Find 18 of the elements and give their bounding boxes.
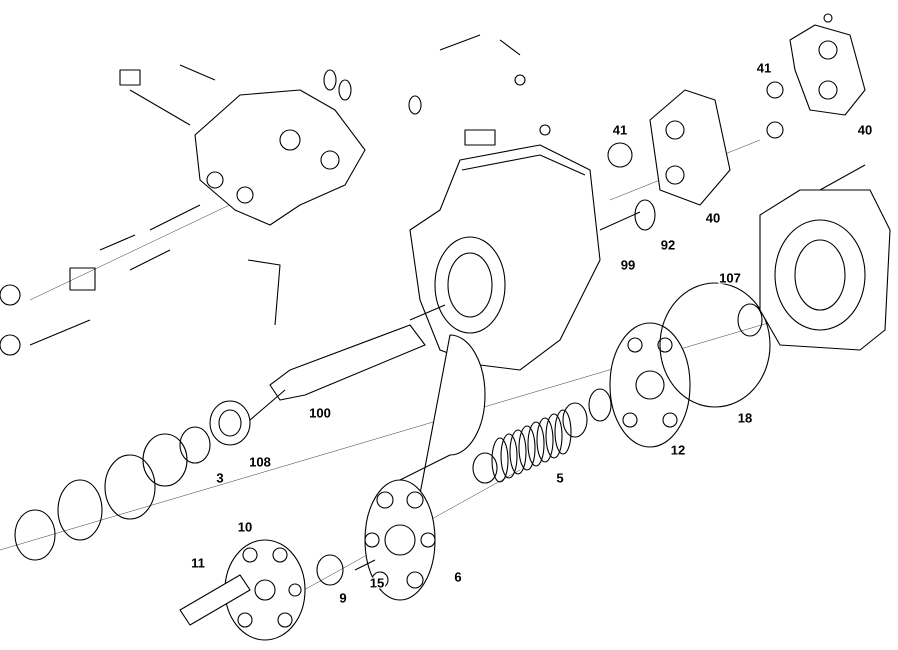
callout-number: 40 bbox=[704, 212, 722, 224]
callout-number: 11 bbox=[190, 558, 206, 568]
callout-number: 41 bbox=[756, 62, 772, 74]
callout-number: 15 bbox=[368, 577, 386, 589]
callout-number: 10 bbox=[236, 521, 254, 533]
callout-number: 6 bbox=[453, 571, 463, 583]
callout-number: 3 bbox=[215, 472, 225, 484]
callout-number: 107 bbox=[718, 272, 742, 284]
callout-number: 41 bbox=[612, 124, 628, 136]
callout-number: 92 bbox=[660, 239, 676, 251]
callout-number: 99 bbox=[620, 259, 636, 271]
callout-number: 5 bbox=[555, 472, 565, 484]
callout-number: 100 bbox=[308, 407, 332, 419]
callout-number: 108 bbox=[248, 456, 272, 468]
callout-number: 40 bbox=[856, 124, 874, 136]
callout-number: 9 bbox=[338, 592, 348, 604]
callout-number: 18 bbox=[736, 412, 754, 424]
callout-number: 12 bbox=[670, 444, 686, 456]
